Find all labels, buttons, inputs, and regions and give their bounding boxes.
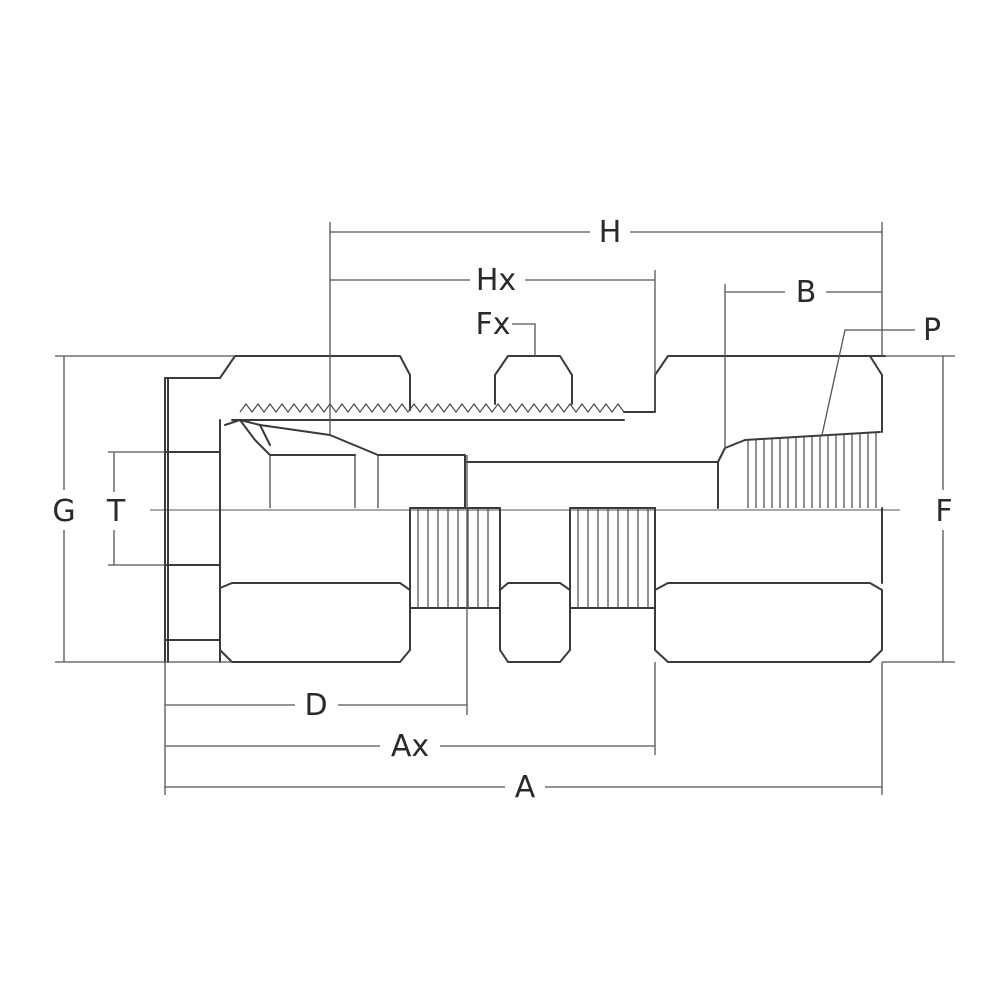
leader-fx: Fx xyxy=(475,307,536,356)
tube xyxy=(377,454,719,509)
dimension-f: F xyxy=(882,355,955,663)
left-body xyxy=(164,355,411,663)
dimension-d: D xyxy=(164,455,468,795)
dimension-h: H xyxy=(329,215,883,435)
middle-nut xyxy=(494,355,573,663)
dimension-a: A xyxy=(165,662,883,805)
dimension-b: B xyxy=(724,275,882,448)
leader-p: P xyxy=(821,313,941,436)
label-ax: Ax xyxy=(391,729,429,764)
dimension-t: T xyxy=(106,451,165,566)
label-h: H xyxy=(599,215,622,250)
label-p: P xyxy=(923,313,941,348)
dimension-ax: Ax xyxy=(165,662,656,764)
right-body xyxy=(654,355,883,663)
label-g: G xyxy=(52,494,75,529)
dimension-g: G xyxy=(52,355,235,663)
pipe-thread xyxy=(747,432,877,508)
label-d: D xyxy=(304,688,327,723)
label-hx: Hx xyxy=(476,263,516,298)
label-a: A xyxy=(515,770,536,805)
dimension-hx: Hx xyxy=(330,263,656,412)
label-f: F xyxy=(935,494,952,529)
label-b: B xyxy=(796,275,817,310)
lower-thread-left xyxy=(409,507,501,609)
lower-thread-right xyxy=(569,507,656,609)
label-fx: Fx xyxy=(475,307,510,342)
label-t: T xyxy=(106,494,126,529)
